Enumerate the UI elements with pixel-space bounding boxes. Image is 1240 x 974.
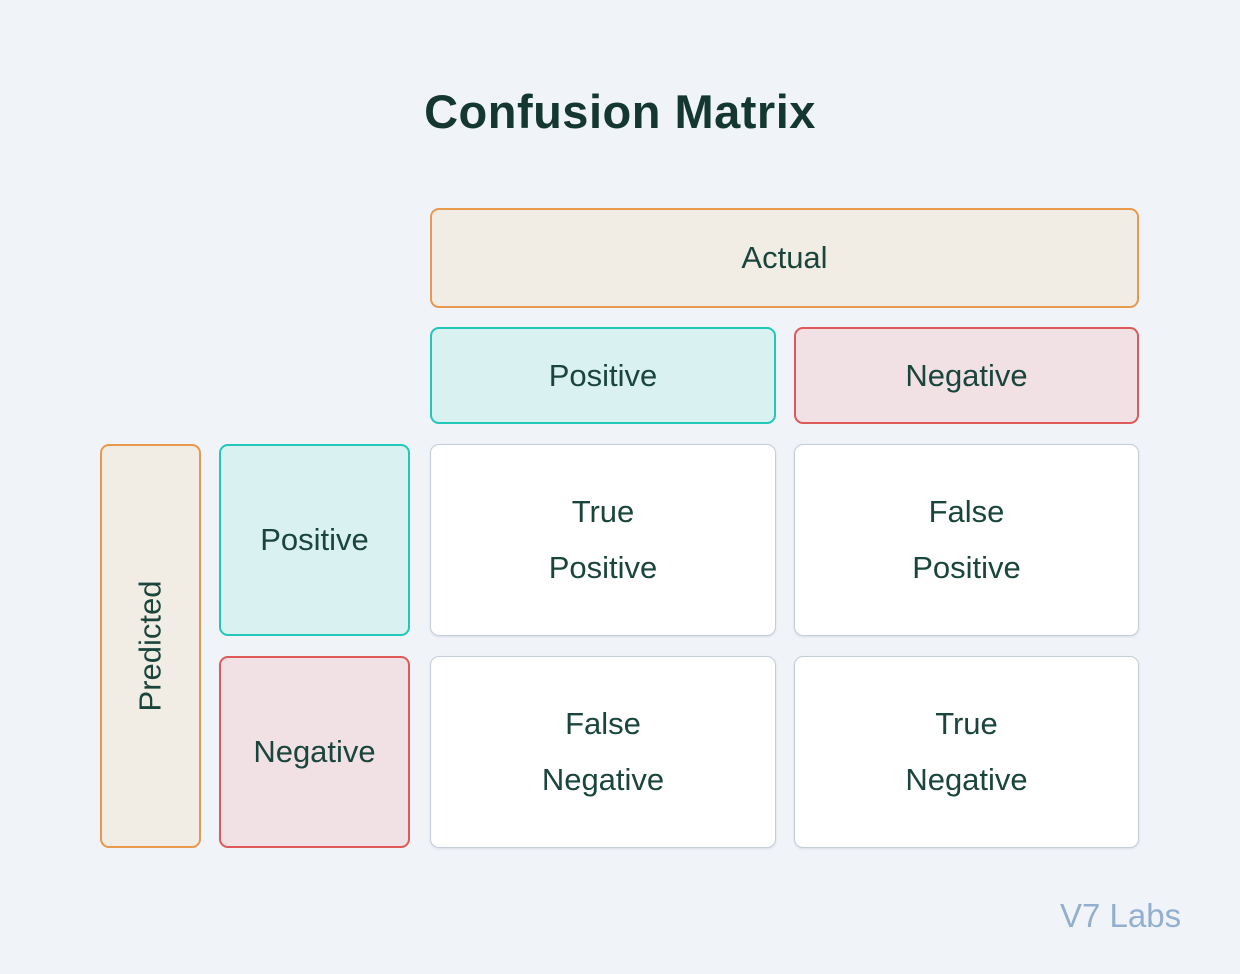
actual-axis-header: Actual	[430, 208, 1139, 308]
cell-false-negative: False Negative	[430, 656, 776, 848]
v7-labs-watermark: V7 Labs	[1060, 897, 1182, 934]
column-header-label: Negative	[905, 357, 1028, 393]
actual-axis-label: Actual	[741, 240, 828, 275]
cell-line-1: False	[565, 706, 641, 741]
cell-line-1: False	[928, 494, 1005, 529]
page-title: Confusion Matrix	[424, 85, 816, 138]
cell-line-2: Negative	[905, 762, 1028, 797]
column-header-label: Positive	[548, 357, 658, 393]
row-header-predicted-positive: Positive	[219, 444, 410, 636]
cell-line-1: True	[935, 706, 998, 741]
column-header-actual-negative: Negative	[794, 327, 1139, 424]
cell-false-positive: False Positive	[794, 444, 1139, 636]
cell-true-positive: True Positive	[430, 444, 776, 636]
row-header-predicted-negative: Negative	[219, 656, 410, 848]
cell-line-2: Negative	[541, 762, 665, 797]
cell-line-2: Positive	[912, 550, 1021, 585]
cell-true-negative: True Negative	[794, 656, 1139, 848]
column-header-actual-positive: Positive	[430, 327, 776, 424]
predicted-axis-label: Predicted	[132, 580, 168, 712]
cell-line-1: True	[571, 494, 635, 529]
row-header-label: Positive	[260, 522, 369, 557]
cell-line-2: Positive	[548, 550, 658, 585]
predicted-axis-header: Predicted	[100, 444, 201, 848]
row-header-label: Negative	[253, 734, 376, 769]
